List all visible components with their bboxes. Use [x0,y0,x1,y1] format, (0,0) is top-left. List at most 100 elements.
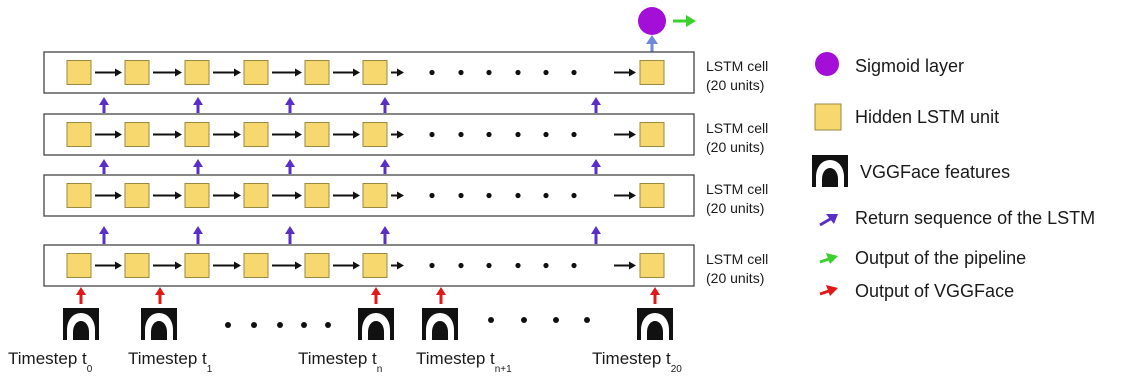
hidden-lstm-unit [362,183,388,208]
return-sequence-arrow-head [285,226,295,234]
hidden-lstm-unit [124,183,150,208]
lstm-layer-4: LSTM cell (20 units) [43,244,768,287]
layer-label-line2: (20 units) [706,270,764,286]
lstm-layer-box [43,174,695,217]
ellipsis-dot [543,192,549,199]
hidden-lstm-unit [66,183,92,208]
lstm-layer-box [43,244,695,287]
horizontal-arrow-head [115,261,122,270]
hidden-lstm-unit [639,253,665,278]
input-ellipsis-1 [225,322,331,328]
horizontal-arrow-head [175,68,182,77]
ellipsis-dot [571,69,577,76]
hidden-lstm-unit [243,183,269,208]
timestep-subscript: n+1 [495,364,512,375]
lstm-layer-1: LSTM cell (20 units) [43,51,768,94]
lstm-layer-3: LSTM cell (20 units) [43,174,768,217]
ellipsis-dot [429,192,435,199]
horizontal-arrow-head [175,191,182,200]
vggface-input-0 [63,308,99,340]
return-sequence-arrow-head [285,97,295,105]
hidden-lstm-unit [304,253,330,278]
legend-vggface-icon [812,155,848,187]
lstm-layer-2: LSTM cell (20 units) [43,113,768,156]
ellipsis-dot [486,192,492,199]
timestep-subscript: 1 [207,364,213,375]
vggface-output-arrow-head [371,287,381,295]
lstm-layer-box [43,51,695,94]
layer-label-line2: (20 units) [706,139,764,155]
timestep-label-1: Timestep t1 [128,349,213,375]
hidden-lstm-unit [124,253,150,278]
legend-hidden-unit-label: Hidden LSTM unit [855,107,999,127]
timestep-label-0: Timestep t0 [8,349,93,375]
horizontal-arrow-head [629,130,636,139]
timestep-prefix: Timestep t [8,349,87,368]
hidden-lstm-unit [362,60,388,85]
layer-label-line1: LSTM cell [706,251,768,267]
hidden-lstm-unit [639,122,665,147]
hidden-lstm-unit [243,60,269,85]
timestep-prefix: Timestep t [416,349,495,368]
hidden-lstm-unit [66,122,92,147]
hidden-lstm-unit [66,253,92,278]
hidden-lstm-unit [362,253,388,278]
ellipsis-dot [571,131,577,138]
hidden-lstm-unit [243,122,269,147]
return-sequence-arrow-head [380,226,390,234]
hidden-lstm-unit [66,60,92,85]
horizontal-arrow-head [397,68,404,77]
hidden-lstm-unit [639,183,665,208]
horizontal-arrow-head [234,130,241,139]
return-sequence-arrow-head [99,226,109,234]
layer-label-line1: LSTM cell [706,120,768,136]
horizontal-arrow-head [115,191,122,200]
legend: Sigmoid layer Hidden LSTM unit VGGFace f… [812,52,1095,301]
hidden-lstm-unit [184,183,210,208]
horizontal-arrow-head [629,261,636,270]
horizontal-arrow-head [234,191,241,200]
vggface-input-n [358,308,394,340]
horizontal-arrow-head [397,261,404,270]
vggface-output-arrow-head [76,287,86,295]
horizontal-arrow-head [234,261,241,270]
ellipsis-dot [543,262,549,269]
hidden-lstm-unit [639,60,665,85]
sigmoid-node [638,7,666,35]
timestep-subscript: 0 [87,364,93,375]
hidden-lstm-unit [184,60,210,85]
ellipsis-dot [458,192,464,199]
ellipsis-dot [515,69,521,76]
horizontal-arrow-head [353,191,360,200]
timestep-prefix: Timestep t [592,349,671,368]
return-sequence-arrow-head [380,97,390,105]
ellipsis-dot [486,262,492,269]
horizontal-arrow-head [175,130,182,139]
ellipsis-dot [458,69,464,76]
horizontal-arrow-head [353,130,360,139]
ellipsis-dot [571,262,577,269]
horizontal-arrow-head [629,68,636,77]
horizontal-arrow-head [397,191,404,200]
timestep-label-n1: Timestep tn+1 [416,349,512,375]
ellipsis-dot [458,262,464,269]
legend-sigmoid-label: Sigmoid layer [855,56,964,76]
return-sequence-arrow-head [591,97,601,105]
legend-hidden-unit-icon [814,103,842,131]
legend-vggface-label: VGGFace features [860,162,1010,182]
legend-vggface-output-label: Output of VGGFace [855,281,1014,301]
vggface-input-1 [141,308,177,340]
input-ellipsis-2 [488,317,590,323]
timestep-prefix: Timestep t [298,349,377,368]
horizontal-arrow-head [115,130,122,139]
horizontal-arrow-head [115,68,122,77]
vggface-output-arrow-head [155,287,165,295]
pipeline-output-arrow [673,15,696,27]
ellipsis-dot [429,131,435,138]
timestep-label-20: Timestep t20 [592,349,682,375]
vggface-output-arrow-head [436,287,446,295]
legend-return-sequence-arrow-icon [819,214,838,227]
hidden-lstm-unit [124,60,150,85]
legend-sigmoid-icon [815,52,839,76]
horizontal-arrow-head [295,130,302,139]
